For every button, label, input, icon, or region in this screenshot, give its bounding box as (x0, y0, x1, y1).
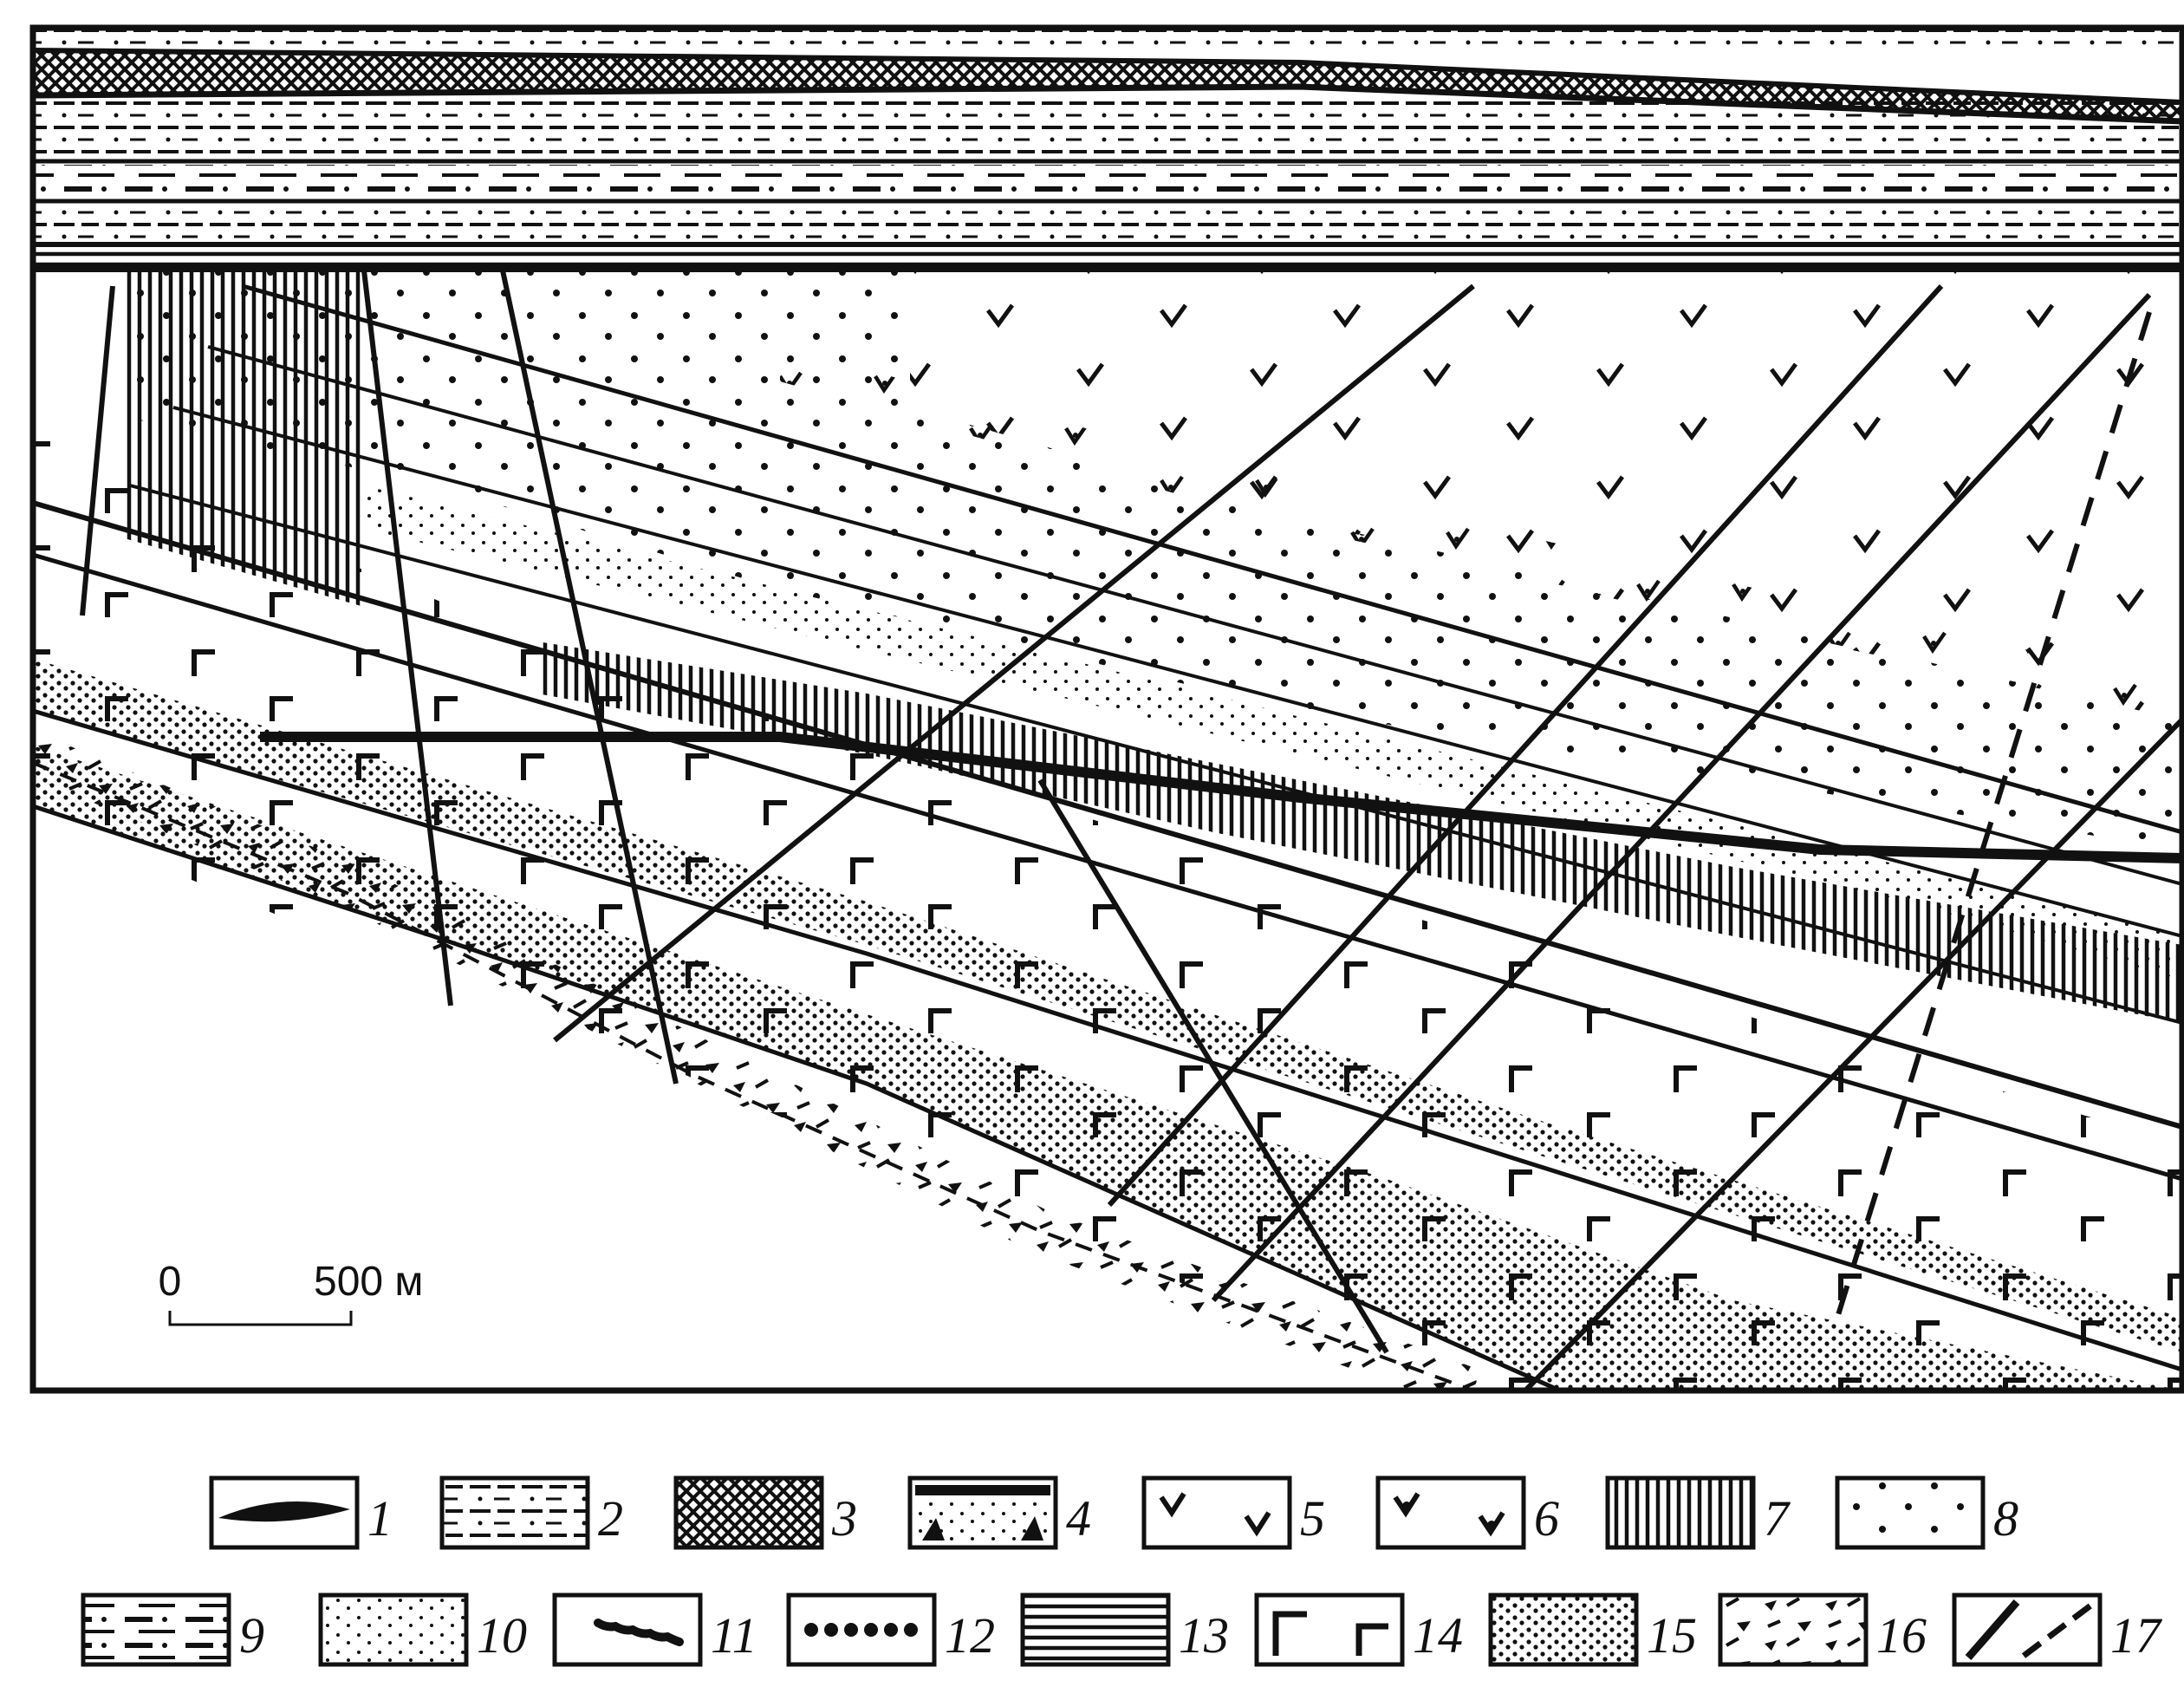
fragment-zone (33, 733, 1481, 1391)
legend-item: 3 (673, 1475, 857, 1550)
legend-item: 2 (439, 1475, 623, 1550)
legend-item: 9 (81, 1593, 264, 1667)
legend-item: 14 (1254, 1593, 1463, 1667)
legend-number: 9 (239, 1607, 264, 1664)
legend-swatch (1254, 1593, 1405, 1667)
legend-swatch (1835, 1475, 1986, 1550)
vertical-line-horizon (537, 642, 2182, 1023)
legend-item: 7 (1605, 1475, 1791, 1550)
faults (80, 270, 2182, 1391)
dipping-strata (33, 270, 2182, 1391)
scale-bar: 0 500 м (159, 1259, 423, 1326)
legend-item: 11 (552, 1593, 757, 1667)
legend-number: 3 (831, 1490, 857, 1547)
legend-number: 4 (1066, 1490, 1091, 1547)
legend-item: 15 (1488, 1593, 1697, 1667)
legend-number: 1 (367, 1490, 393, 1547)
legend-swatch (1605, 1475, 1756, 1550)
legend-number: 12 (945, 1607, 995, 1664)
legend-number: 15 (1647, 1607, 1697, 1664)
legend-swatch (1375, 1475, 1526, 1550)
volcanic-block (780, 270, 2182, 720)
legend-swatch (439, 1475, 590, 1550)
legend-swatch (81, 1593, 231, 1667)
legend-item: 12 (786, 1593, 995, 1667)
legend-number: 7 (1764, 1490, 1791, 1547)
legend-item: 13 (1020, 1593, 1229, 1667)
map-frame (29, 24, 2184, 1394)
legend-number: 8 (1993, 1490, 2018, 1547)
legend-item: 6 (1375, 1475, 1559, 1550)
legend-item: 1 (209, 1475, 393, 1550)
legend-swatch (1718, 1593, 1869, 1667)
legend-swatch (1488, 1593, 1639, 1667)
scale-start-label: 0 (159, 1259, 182, 1305)
section-map (33, 28, 2182, 1391)
legend-item: 17 (1952, 1593, 2162, 1667)
legend-swatch (673, 1475, 824, 1550)
legend-number: 16 (1876, 1607, 1927, 1664)
legend-number: 2 (598, 1490, 623, 1547)
scale-end-label: 500 м (314, 1259, 423, 1305)
legend-item: 16 (1718, 1593, 1927, 1667)
legend-item: 4 (907, 1475, 1091, 1550)
legend-item: 10 (318, 1593, 527, 1667)
legend-swatch (1141, 1475, 1292, 1550)
horizontal-cover-layers (33, 28, 2182, 272)
legend-number: 6 (1534, 1490, 1559, 1547)
legend-item: 5 (1141, 1475, 1325, 1550)
legend-swatch (318, 1593, 469, 1667)
legend-item: 8 (1835, 1475, 2018, 1550)
legend-number: 11 (711, 1607, 757, 1664)
legend-number: 10 (477, 1607, 527, 1664)
legend-swatch (1020, 1593, 1171, 1667)
legend-number: 14 (1413, 1607, 1463, 1664)
legend-number: 5 (1300, 1490, 1325, 1547)
basalt-unit (33, 433, 2182, 1391)
legend-number: 17 (2110, 1607, 2162, 1664)
legend-number: 13 (1179, 1607, 1229, 1664)
